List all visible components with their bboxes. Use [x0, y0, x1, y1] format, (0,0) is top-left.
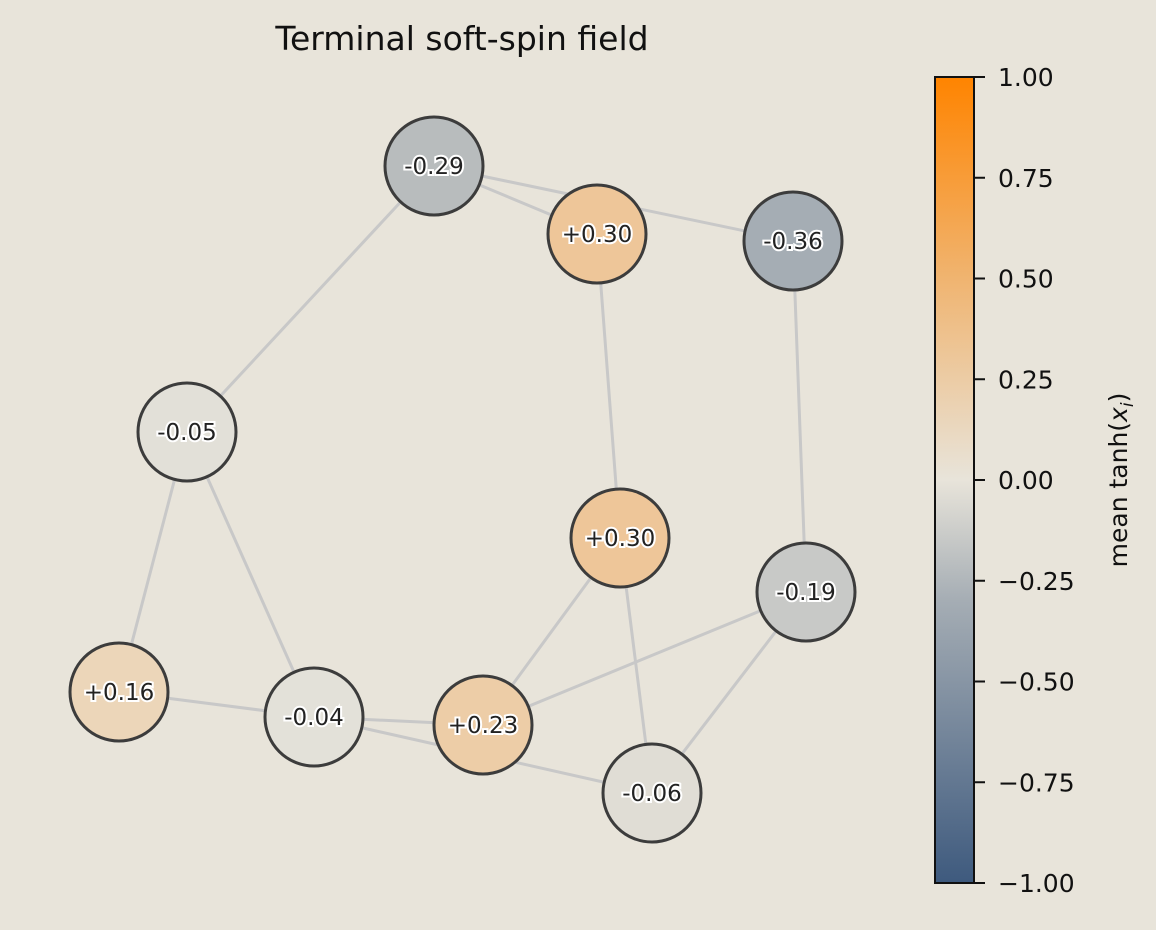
- node-value-label: +0.23: [448, 713, 518, 739]
- node-value-label: +0.30: [585, 526, 655, 552]
- node-circle: [742, 190, 844, 292]
- colorbar-tick-label: −1.00: [998, 869, 1075, 898]
- node-circle: [601, 742, 703, 844]
- node-circle: [263, 666, 365, 768]
- colorbar-tick-label: 0.75: [998, 164, 1054, 193]
- node-circle: [569, 487, 671, 589]
- node-circle: [383, 115, 485, 217]
- colorbar-ticks: 1.00 0.75 0.50 0.25 0.00 −0.25 −0.50 −0.75 −1.00: [974, 63, 1075, 898]
- colorbar-tick-label: −0.75: [998, 768, 1075, 797]
- colorbar-tick-label: −0.25: [998, 567, 1075, 596]
- graph-node: +0.16: [68, 641, 170, 743]
- graph-edge: [791, 240, 808, 593]
- node-value-label: +0.30: [562, 222, 632, 248]
- colorbar: 1.00 0.75 0.50 0.25 0.00 −0.25 −0.50 −0.75 −1.00…: [934, 63, 1138, 898]
- colorbar-tick-label: 0.50: [998, 265, 1054, 294]
- colorbar-tick-label: −0.50: [998, 668, 1075, 697]
- node-value-label: -0.06: [622, 781, 682, 807]
- graph-edge: [185, 431, 316, 718]
- colorbar-tick-label: 0.00: [998, 466, 1054, 495]
- graph-node: -0.06: [601, 742, 703, 844]
- node-value-label: -0.04: [284, 705, 344, 731]
- node-circle: [755, 541, 857, 643]
- node-circle: [546, 183, 648, 285]
- graph-edge: [482, 590, 807, 727]
- graph-node: -0.04: [263, 666, 365, 768]
- node-circle: [136, 381, 238, 483]
- node-value-label: -0.36: [763, 229, 823, 255]
- graph-edge: [595, 233, 622, 539]
- graph-node: +0.30: [569, 487, 671, 589]
- graph-node: -0.36: [742, 190, 844, 292]
- node-circle: [68, 641, 170, 743]
- colorbar-gradient: [934, 76, 975, 884]
- colorbar-tick-label: 1.00: [998, 63, 1054, 92]
- graph-edge: [185, 164, 436, 434]
- graph-node: +0.23: [432, 674, 534, 776]
- node-value-label: -0.29: [404, 154, 464, 180]
- graph-nodes: -0.29 +0.30 -0.36 -0.05 +0.30 -0.19 +0.16 -0.04…: [68, 115, 857, 844]
- node-circle: [432, 674, 534, 776]
- chart-title: Terminal soft-spin field: [274, 19, 648, 58]
- node-value-label: -0.05: [157, 420, 217, 446]
- graph-node: -0.29: [383, 115, 485, 217]
- colorbar-tick-label: 0.25: [998, 365, 1054, 394]
- graph-node: -0.05: [136, 381, 238, 483]
- graph-node: -0.19: [755, 541, 857, 643]
- graph-node: +0.30: [546, 183, 648, 285]
- colorbar-label: mean tanh(xi): [1104, 393, 1138, 568]
- node-value-label: +0.16: [84, 680, 154, 706]
- node-value-label: -0.19: [776, 580, 836, 606]
